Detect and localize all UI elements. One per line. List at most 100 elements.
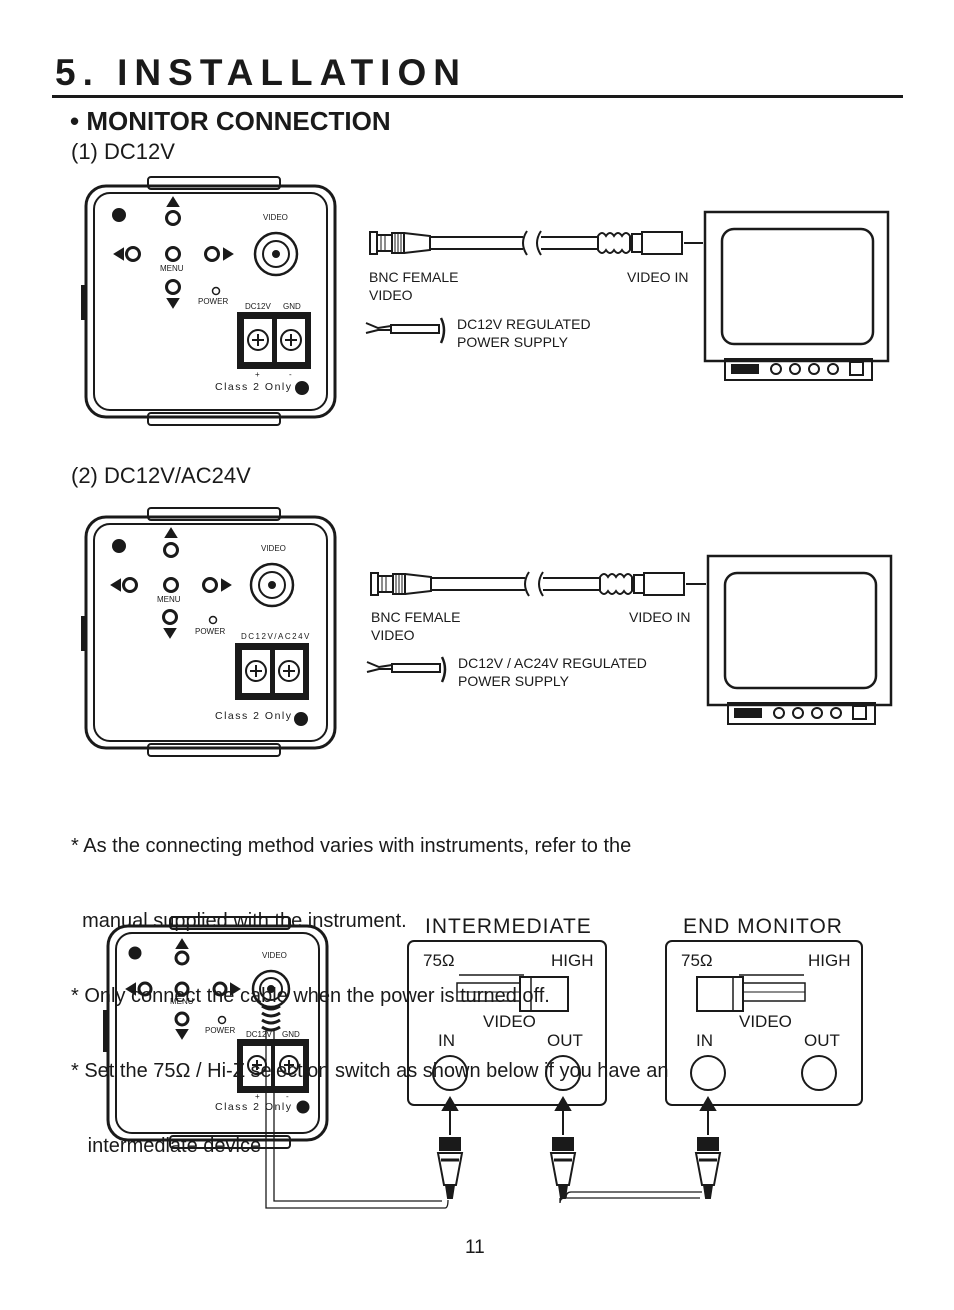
- bnc-cable-2: [370, 571, 706, 597]
- in-jack-icon: [432, 1055, 468, 1091]
- note-line: intermediate device: [71, 1135, 262, 1157]
- menu-button-icon: [174, 981, 190, 997]
- terminal-plus-label: +: [255, 370, 260, 379]
- camera-video-label: VIDEO: [262, 951, 287, 960]
- video-label: VIDEO: [483, 1012, 536, 1031]
- screw-icon: [294, 712, 308, 726]
- left-button-icon: [137, 981, 153, 997]
- up-button-icon: [165, 210, 181, 226]
- camera-rear-panel-2: [81, 507, 337, 757]
- screw-icon: [296, 1100, 310, 1114]
- high-label: HIGH: [808, 951, 851, 970]
- notes: * As the connecting method varies with i…: [71, 784, 668, 1184]
- camera-power-label: POWER: [205, 1026, 236, 1035]
- camera-menu-label: MENU: [160, 264, 184, 273]
- bnc-connector-icon: [253, 231, 299, 277]
- monitor-2: [706, 554, 893, 725]
- switch-slider-75: [696, 976, 744, 1012]
- ohm-label: 75Ω: [423, 951, 455, 970]
- note-line: manual supplied with the instrument.: [71, 910, 407, 932]
- high-label: HIGH: [551, 951, 594, 970]
- screw-icon: [112, 208, 126, 222]
- page-title: 5. INSTALLATION: [55, 52, 467, 93]
- power-led-icon: [211, 286, 221, 296]
- up-button-icon: [163, 542, 179, 558]
- end-monitor-title: END MONITOR: [683, 915, 843, 938]
- diagram2-subtitle: (2) DC12V/AC24V: [71, 463, 251, 488]
- title-divider: [52, 95, 903, 98]
- video-label: VIDEO: [739, 1012, 792, 1031]
- out-label: OUT: [547, 1031, 583, 1050]
- camera-rear-panel-3: [103, 916, 329, 1149]
- out-label: OUT: [804, 1031, 840, 1050]
- power-cable-1: [365, 317, 446, 344]
- menu-button-icon: [163, 577, 179, 593]
- right-button-icon: [204, 246, 220, 262]
- down-button-icon: [162, 609, 178, 625]
- video-in-label: VIDEO IN: [629, 609, 691, 625]
- class-2-label: Class 2 Only: [215, 710, 293, 722]
- screw-icon: [112, 539, 126, 553]
- intermediate-title: INTERMEDIATE: [425, 915, 592, 938]
- bnc-connector-icon: [251, 969, 291, 1009]
- bnc-connector-icon: [249, 562, 295, 608]
- monitor-1: [703, 210, 890, 381]
- plug-icon: [436, 1137, 464, 1199]
- section-heading: • MONITOR CONNECTION: [70, 106, 391, 136]
- video-in-label: VIDEO IN: [627, 269, 689, 285]
- up-button-icon: [174, 950, 190, 966]
- in-label: IN: [438, 1031, 455, 1050]
- camera-dc-label: DC12V/AC24V: [241, 632, 311, 641]
- camera-menu-label: MENU: [170, 997, 194, 1006]
- class-2-label: Class 2 Only: [215, 1101, 293, 1113]
- coax-cable-intermediate-to-end: [559, 1191, 702, 1204]
- terminal-minus-label: -: [286, 1092, 289, 1101]
- switch-slider-high: [519, 976, 569, 1012]
- screw-icon: [128, 946, 142, 960]
- terminal-minus-label: -: [289, 370, 292, 379]
- camera-video-label: VIDEO: [263, 213, 288, 222]
- diagram1-subtitle: (1) DC12V: [71, 139, 175, 164]
- menu-button-icon: [165, 246, 181, 262]
- camera-power-label: POWER: [198, 297, 229, 306]
- out-jack-icon: [545, 1055, 581, 1091]
- camera-gnd-label: GND: [283, 302, 301, 311]
- left-button-icon: [122, 577, 138, 593]
- coax-cable-camera-to-intermediate: [265, 1030, 449, 1209]
- down-button-icon: [165, 279, 181, 295]
- right-button-icon: [212, 981, 228, 997]
- screw-icon: [295, 381, 309, 395]
- camera-gnd-label: GND: [282, 1030, 300, 1039]
- class-2-label: Class 2 Only: [215, 381, 293, 393]
- intermediate-panel: [407, 940, 607, 1135]
- right-button-icon: [202, 577, 218, 593]
- in-jack-icon: [690, 1055, 726, 1091]
- left-button-icon: [125, 246, 141, 262]
- note-line: * Set the 75Ω / Hi-Z selection switch as…: [71, 1060, 669, 1082]
- plug-icon: [694, 1137, 722, 1199]
- bnc-cable-1: [369, 230, 703, 256]
- note-line: * Only connect the cable when the power …: [71, 985, 550, 1007]
- page-number: 11: [465, 1237, 485, 1258]
- out-jack-icon: [801, 1055, 837, 1091]
- camera-power-label: POWER: [195, 627, 226, 636]
- ohm-label: 75Ω: [681, 951, 713, 970]
- in-label: IN: [696, 1031, 713, 1050]
- camera-rear-panel-1: [81, 176, 337, 426]
- power-led-icon: [208, 615, 218, 625]
- down-button-icon: [174, 1011, 190, 1027]
- camera-video-label: VIDEO: [261, 544, 286, 553]
- camera-dc-label: DC12V: [245, 302, 271, 311]
- note-line: * As the connecting method varies with i…: [71, 835, 632, 857]
- power-led-icon: [217, 1015, 227, 1025]
- camera-dc-label: DC12V: [246, 1030, 272, 1039]
- camera-menu-label: MENU: [157, 595, 181, 604]
- terminal-plus-label: +: [255, 1092, 260, 1101]
- end-monitor-panel: [665, 940, 863, 1135]
- plug-icon: [549, 1137, 577, 1199]
